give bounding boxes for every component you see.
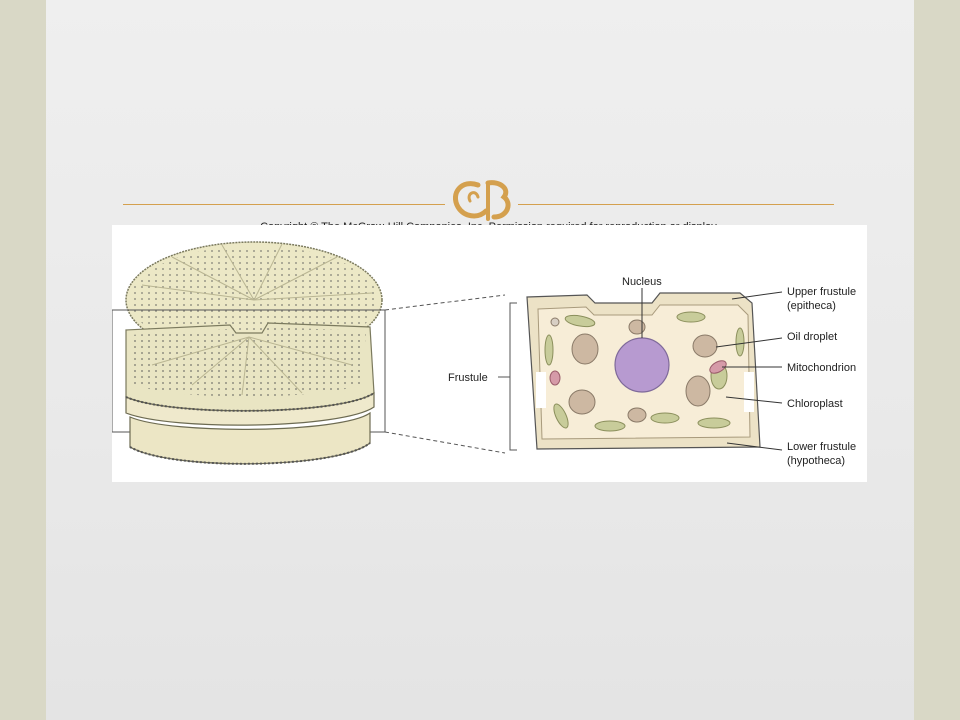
label-frustule: Frustule xyxy=(448,372,488,384)
label-oil-droplet: Oil droplet xyxy=(787,331,837,343)
frustule-bracket xyxy=(509,302,517,451)
divider-line-left xyxy=(123,204,445,205)
diatom-figure: Nucleus Upper frustule (epitheca) Oil dr… xyxy=(112,225,867,482)
label-epitheca: (epitheca) xyxy=(787,300,836,312)
connector-line-bottom xyxy=(384,431,506,454)
label-upper-frustule: Upper frustule xyxy=(787,286,856,298)
label-chloroplast: Chloroplast xyxy=(787,398,843,410)
diatom-3d-illustration xyxy=(112,241,386,465)
label-hypotheca: (hypotheca) xyxy=(787,455,845,467)
label-mitochondrion: Mitochondrion xyxy=(787,362,856,374)
connector-line-top xyxy=(384,294,506,311)
diatom-cross-section xyxy=(526,292,761,450)
label-nucleus: Nucleus xyxy=(622,276,662,288)
divider-line-right xyxy=(518,204,834,205)
leader-lines xyxy=(641,288,783,451)
label-lower-frustule: Lower frustule xyxy=(787,441,856,453)
nucleus xyxy=(614,337,670,393)
scroll-ornament-icon xyxy=(453,180,511,221)
